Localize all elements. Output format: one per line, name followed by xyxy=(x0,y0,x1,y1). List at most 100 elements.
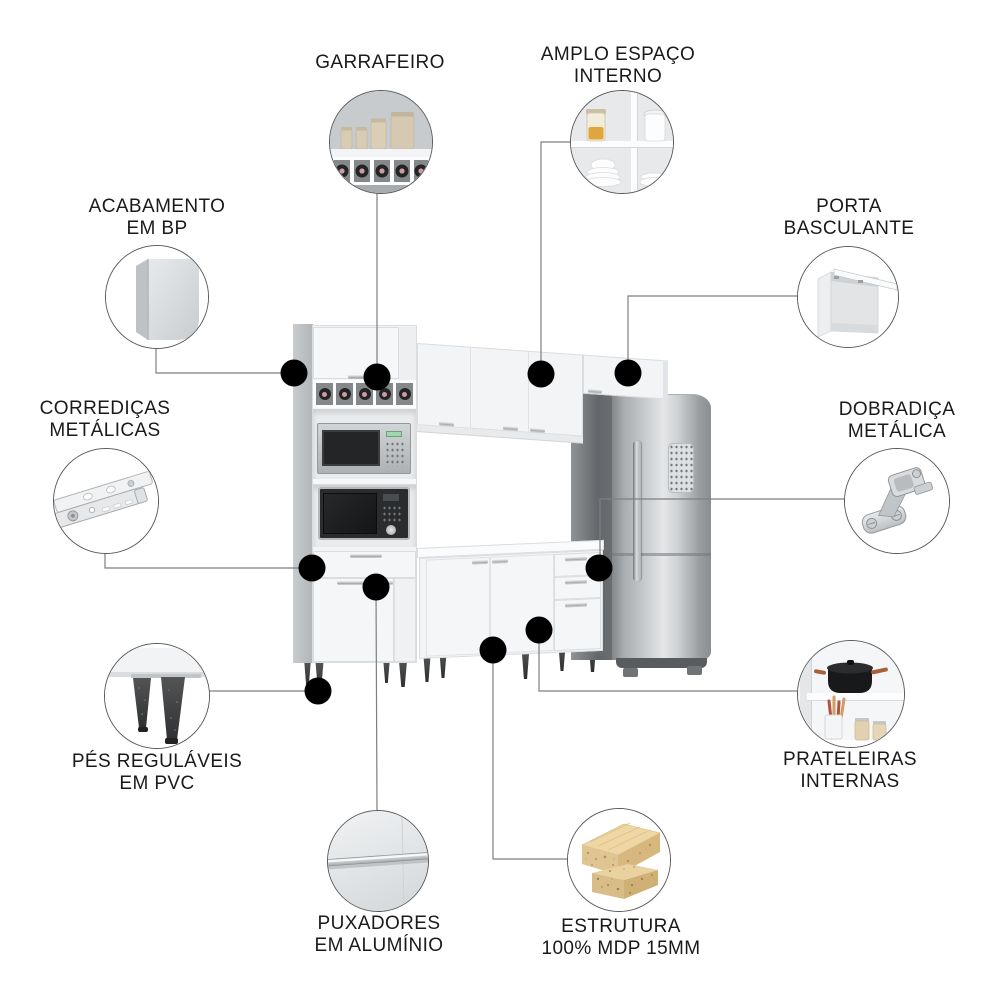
cabinet-foot xyxy=(383,660,390,683)
connector-line-amplo xyxy=(540,141,570,374)
prateleiras-detail-circle xyxy=(797,640,905,748)
microwave-keypad xyxy=(382,505,402,523)
label-line: INTERNO xyxy=(573,66,663,87)
anchor-dot-porta xyxy=(614,359,642,387)
connector-line-corredicas xyxy=(104,552,312,569)
shelf xyxy=(313,479,416,485)
microwave-knob xyxy=(386,525,396,535)
wine-cell xyxy=(336,383,353,405)
label-line: AMPLO ESPAÇO xyxy=(540,44,696,65)
dobradica-detail-circle xyxy=(844,448,950,554)
fridge-foot xyxy=(623,668,638,677)
bottle-rack-icon xyxy=(330,91,432,193)
label-line: EM BP xyxy=(126,218,188,239)
pes-regulaveis-detail-circle xyxy=(104,643,210,749)
mdp-board-icon xyxy=(568,809,670,911)
cabinet-foot xyxy=(398,659,408,687)
label-line: EM PVC xyxy=(119,773,195,794)
anchor-dot-amplo xyxy=(527,360,555,388)
anchor-dot-estrutura xyxy=(479,636,507,664)
connector-line-puxadores xyxy=(375,586,378,811)
label-line: PÉS REGULÁVEIS xyxy=(71,751,243,772)
wine-cell xyxy=(316,383,333,405)
connector-line-dobradica xyxy=(599,498,844,568)
label-line: DOBRADIÇA xyxy=(838,399,956,420)
cabinet-foot xyxy=(439,652,447,678)
cabinet-foot xyxy=(315,663,324,691)
fridge-base xyxy=(616,658,707,668)
anchor-dot-prateleiras xyxy=(525,616,553,644)
anchor-dot-acabamento xyxy=(280,359,308,387)
estrutura-detail-circle xyxy=(567,808,671,912)
garrafeiro-detail-circle xyxy=(329,90,433,194)
fridge-door-split xyxy=(612,553,711,556)
cabinet-foot xyxy=(423,655,431,682)
label-line: ESTRUTURA xyxy=(561,916,681,937)
drawer-handle xyxy=(350,554,382,557)
anchor-dot-corredicas xyxy=(298,554,326,582)
label-line: GARRAFEIRO xyxy=(315,52,445,73)
flip-up-door-icon xyxy=(798,247,898,347)
label-line: PUXADORES xyxy=(317,913,441,934)
microwave-top xyxy=(317,423,411,474)
corredicas-detail-circle xyxy=(53,448,159,554)
door-stile xyxy=(394,578,416,662)
label-line: ACABAMENTO xyxy=(88,196,226,217)
label-line: 100% MDP 15MM xyxy=(541,938,701,959)
microwave-display xyxy=(383,494,399,501)
amplo-espaco-detail-circle xyxy=(570,90,674,194)
fridge-handle xyxy=(633,441,641,581)
wine-cell xyxy=(356,383,373,405)
metal-drawer-slide-icon xyxy=(54,449,158,553)
microwave-window xyxy=(323,493,377,534)
label-line: EM ALUMÍNIO xyxy=(314,935,444,956)
connector-line-porta xyxy=(627,295,797,373)
cabinet-foot xyxy=(521,649,530,679)
cabinet-foot xyxy=(304,661,311,686)
label-line: METÁLICAS xyxy=(49,420,161,441)
anchor-dot-puxadores xyxy=(362,573,390,601)
door-handle xyxy=(348,375,364,378)
label-line: INTERNAS xyxy=(800,771,900,792)
porta-basculante-detail-circle xyxy=(797,246,899,348)
tall-cabinet-door xyxy=(313,578,394,662)
anchor-dot-garrafeiro xyxy=(363,363,391,391)
connector-line-estrutura xyxy=(492,650,567,860)
callout-label-garrafeiro: GARRAFEIRO xyxy=(250,52,510,74)
acabamento-detail-circle xyxy=(105,245,209,349)
wine-cell xyxy=(396,383,413,405)
connector-line-acabamento xyxy=(155,347,294,374)
aluminum-handle-icon xyxy=(328,811,428,911)
cabinet-foot xyxy=(558,645,566,671)
bottle-rack xyxy=(313,380,416,408)
microwave-display xyxy=(386,431,402,437)
microwave-bottom xyxy=(318,487,410,540)
metal-hinge-icon xyxy=(845,449,949,553)
adjustable-feet-icon xyxy=(105,644,209,748)
fridge-control-panel xyxy=(668,443,694,493)
puxadores-detail-circle xyxy=(327,810,429,912)
label-line: PRATELEIRAS xyxy=(783,749,917,770)
internal-shelves-icon xyxy=(798,641,904,747)
microwave-window xyxy=(322,430,380,466)
label-line: METÁLICA xyxy=(847,421,947,442)
microwave-keypad xyxy=(385,441,405,467)
open-shelves-dishes-icon xyxy=(571,91,673,193)
label-line: BASCULANTE xyxy=(783,218,915,239)
label-line: PORTA xyxy=(816,196,882,217)
connector-line-prateleiras xyxy=(538,630,797,692)
bp-panel-icon xyxy=(106,246,208,348)
anchor-dot-dobradica xyxy=(585,554,613,582)
refrigerator xyxy=(612,394,711,660)
